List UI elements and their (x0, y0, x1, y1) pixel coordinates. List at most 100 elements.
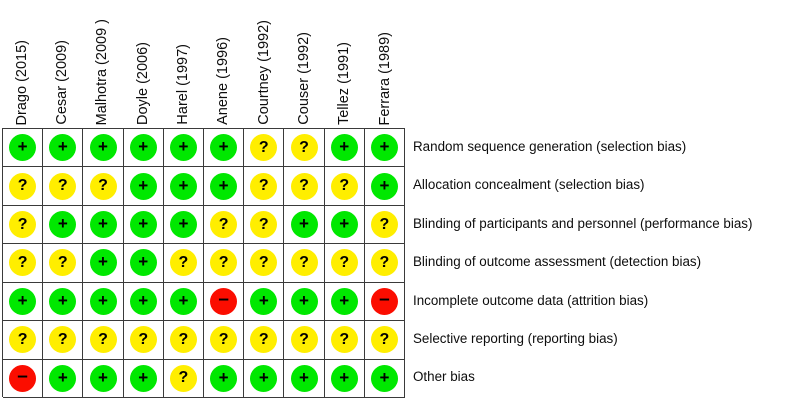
study-header-label: Drago (2015) (13, 39, 30, 125)
judgement-cell-r7-c5[interactable]: ? (163, 359, 205, 398)
judgement-cell-r2-c2[interactable]: ? (43, 167, 84, 206)
judgement-cell-r3-c10[interactable]: ? (364, 205, 406, 245)
judgement-cell-r4-c10[interactable]: ? (364, 244, 406, 283)
judgement-cell-r6-c5[interactable]: ? (163, 321, 205, 360)
judgement-cell-r3-c4[interactable]: + (123, 205, 164, 245)
judgement-cell-r4-c8[interactable]: ? (284, 244, 325, 283)
unclear-risk-icon: ? (169, 326, 197, 354)
judgement-cell-r4-c5[interactable]: ? (163, 244, 205, 283)
judgement-glyph: + (138, 290, 149, 310)
judgement-cell-r4-c4[interactable]: + (123, 244, 164, 283)
judgement-glyph: + (138, 214, 149, 234)
judgement-cell-r4-c9[interactable]: ? (324, 244, 365, 283)
judgement-cell-r7-c9[interactable]: + (324, 359, 365, 398)
study-header-label: Cesar (2009) (54, 40, 71, 125)
judgement-cell-r3-c8[interactable]: + (284, 205, 325, 245)
judgement-cell-r3-c1[interactable]: ? (3, 205, 44, 245)
judgement-cell-r6-c7[interactable]: ? (244, 321, 285, 360)
judgement-cell-r6-c10[interactable]: ? (364, 321, 406, 360)
judgement-cell-r4-c1[interactable]: ? (3, 244, 44, 283)
judgement-cell-r4-c3[interactable]: + (83, 244, 124, 283)
judgement-cell-r1-c4[interactable]: + (123, 129, 164, 168)
study-header-6: Anene (1996) (204, 0, 244, 125)
judgement-cell-r5-c9[interactable]: + (324, 282, 365, 322)
study-header-label: Tellez (1991) (336, 41, 353, 125)
judgement-cell-r7-c7[interactable]: + (244, 359, 285, 398)
judgement-cell-r6-c1[interactable]: ? (3, 321, 44, 360)
unclear-risk-icon: ? (370, 249, 398, 277)
risk-of-bias-grid: ++++++??++???+++???+?++++??++???++??????… (2, 128, 406, 398)
unclear-risk-icon: ? (250, 211, 278, 239)
judgement-cell-r1-c2[interactable]: + (43, 129, 84, 168)
low-risk-icon: + (89, 134, 117, 162)
unclear-risk-icon: ? (210, 249, 238, 277)
judgement-cell-r7-c10[interactable]: + (364, 359, 406, 398)
judgement-cell-r7-c2[interactable]: + (43, 359, 84, 398)
judgement-cell-r2-c1[interactable]: ? (3, 167, 44, 206)
table-row: ???+++???+ (3, 167, 406, 206)
judgement-cell-r3-c5[interactable]: + (163, 205, 205, 245)
judgement-glyph: ? (379, 215, 390, 233)
judgement-cell-r3-c2[interactable]: + (43, 205, 84, 245)
judgement-cell-r2-c3[interactable]: ? (83, 167, 124, 206)
judgement-cell-r5-c4[interactable]: + (123, 282, 164, 322)
high-risk-icon: – (210, 287, 238, 315)
judgement-cell-r4-c6[interactable]: ? (204, 244, 245, 283)
judgement-cell-r5-c6[interactable]: – (204, 282, 245, 322)
judgement-cell-r5-c7[interactable]: + (244, 282, 285, 322)
judgement-glyph: + (138, 252, 149, 272)
judgement-glyph: + (178, 175, 189, 195)
judgement-cell-r7-c1[interactable]: – (3, 359, 44, 398)
low-risk-icon: + (210, 172, 238, 200)
judgement-cell-r6-c8[interactable]: ? (284, 321, 325, 360)
judgement-cell-r2-c10[interactable]: + (364, 167, 406, 206)
judgement-cell-r1-c10[interactable]: + (364, 129, 406, 168)
judgement-glyph: ? (218, 215, 229, 233)
judgement-glyph: ? (178, 369, 189, 387)
judgement-cell-r2-c8[interactable]: ? (284, 167, 325, 206)
judgement-cell-r2-c5[interactable]: + (163, 167, 205, 206)
judgement-cell-r5-c10[interactable]: – (364, 282, 406, 322)
judgement-cell-r7-c6[interactable]: + (204, 359, 245, 398)
judgement-cell-r7-c3[interactable]: + (83, 359, 124, 398)
judgement-cell-r7-c4[interactable]: + (123, 359, 164, 398)
judgement-cell-r3-c7[interactable]: ? (244, 205, 285, 245)
judgement-glyph: ? (17, 215, 28, 233)
judgement-cell-r7-c8[interactable]: + (284, 359, 325, 398)
low-risk-icon: + (49, 134, 77, 162)
judgement-cell-r2-c7[interactable]: ? (244, 167, 285, 206)
judgement-cell-r5-c2[interactable]: + (43, 282, 84, 322)
judgement-cell-r6-c3[interactable]: ? (83, 321, 124, 360)
judgement-cell-r5-c1[interactable]: + (3, 282, 44, 322)
judgement-cell-r6-c9[interactable]: ? (324, 321, 365, 360)
judgement-cell-r3-c3[interactable]: + (83, 205, 124, 245)
judgement-cell-r1-c1[interactable]: + (3, 129, 44, 168)
judgement-cell-r2-c4[interactable]: + (123, 167, 164, 206)
judgement-glyph: + (339, 290, 350, 310)
judgement-cell-r2-c6[interactable]: + (204, 167, 245, 206)
judgement-cell-r5-c5[interactable]: + (163, 282, 205, 322)
judgement-cell-r1-c8[interactable]: ? (284, 129, 325, 168)
judgement-cell-r5-c8[interactable]: + (284, 282, 325, 322)
low-risk-icon: + (169, 134, 197, 162)
judgement-glyph: + (178, 137, 189, 157)
judgement-cell-r1-c7[interactable]: ? (244, 129, 285, 168)
judgement-cell-r6-c4[interactable]: ? (123, 321, 164, 360)
judgement-cell-r6-c2[interactable]: ? (43, 321, 84, 360)
judgement-cell-r6-c6[interactable]: ? (204, 321, 245, 360)
judgement-cell-r1-c3[interactable]: + (83, 129, 124, 168)
low-risk-icon: + (89, 287, 117, 315)
judgement-cell-r2-c9[interactable]: ? (324, 167, 365, 206)
judgement-cell-r4-c7[interactable]: ? (244, 244, 285, 283)
judgement-cell-r1-c6[interactable]: + (204, 129, 245, 168)
judgement-glyph: + (138, 367, 149, 387)
judgement-cell-r1-c9[interactable]: + (324, 129, 365, 168)
judgement-cell-r5-c3[interactable]: + (83, 282, 124, 322)
judgement-cell-r4-c2[interactable]: ? (43, 244, 84, 283)
judgement-cell-r1-c5[interactable]: + (163, 129, 205, 168)
judgement-glyph: + (98, 290, 108, 310)
judgement-cell-r3-c9[interactable]: + (324, 205, 365, 245)
judgement-cell-r3-c6[interactable]: ? (204, 205, 245, 245)
unclear-risk-icon: ? (169, 249, 197, 277)
